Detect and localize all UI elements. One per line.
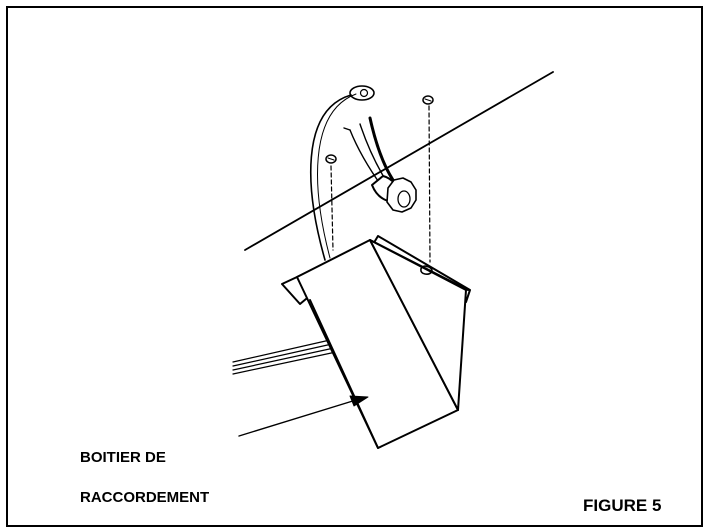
junction-box-label-line2: RACCORDEMENT <box>80 489 210 506</box>
callout-arrowhead <box>349 395 369 407</box>
keyhole-slot <box>420 265 433 275</box>
left-dashed-guide <box>330 165 334 251</box>
ground-screw <box>349 85 375 101</box>
figure-caption: FIGURE 5 <box>583 496 662 515</box>
supply-wires <box>232 339 337 375</box>
ground-wire <box>310 94 352 261</box>
junction-box-label: BOITIER DE RACCORDEMENT <box>80 428 209 528</box>
right-screw <box>422 95 434 105</box>
junction-box-label-line1: BOITIER DE <box>80 449 166 466</box>
left-screw <box>325 154 337 164</box>
callout-arrow-line <box>238 399 357 437</box>
box-bottom-edge <box>309 299 379 449</box>
ceiling-line <box>244 71 554 251</box>
right-dashed-guide <box>428 105 431 263</box>
box-lid-edge <box>369 239 469 291</box>
